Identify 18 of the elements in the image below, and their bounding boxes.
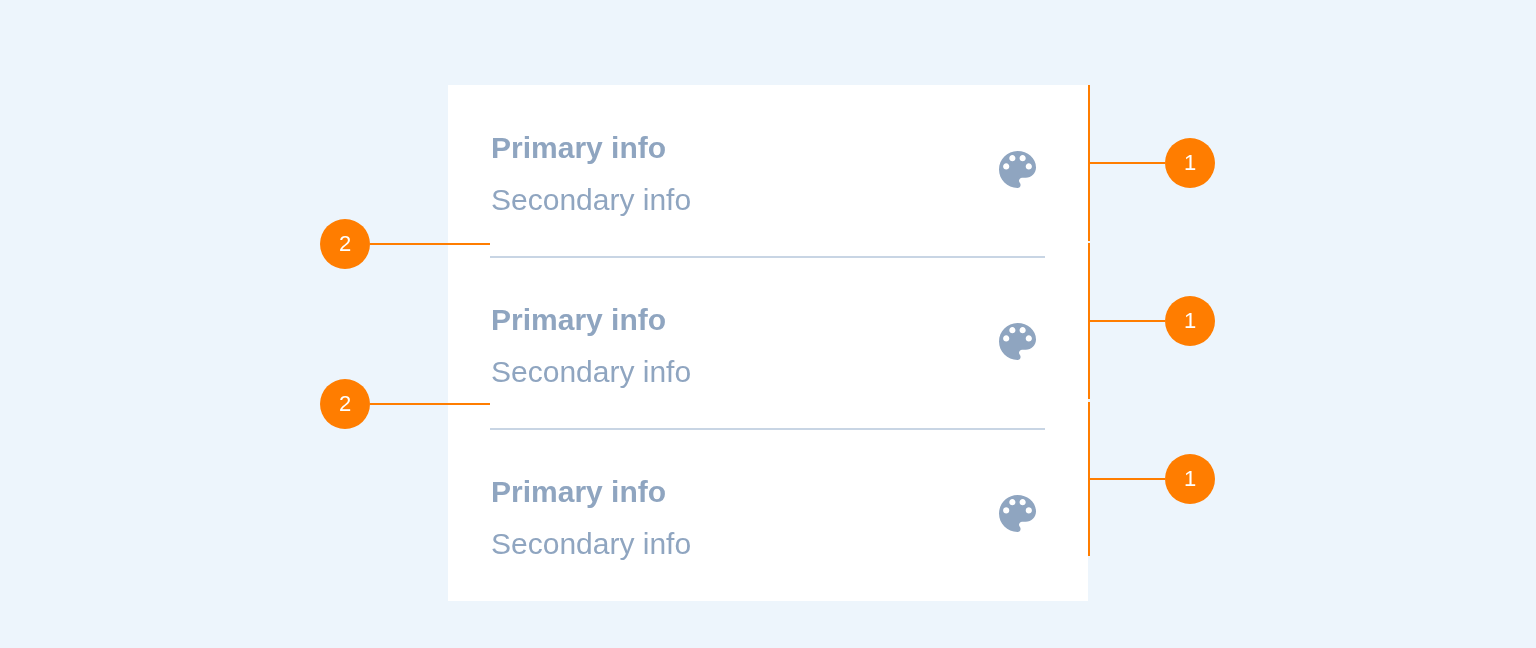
callout-number: 1 [1165, 296, 1215, 346]
callout-number: 1 [1165, 138, 1215, 188]
callout-number: 2 [320, 379, 370, 429]
secondary-text: Secondary info [491, 355, 692, 389]
primary-text: Primary info [491, 131, 667, 165]
list-item [448, 85, 1088, 257]
leader-line [1087, 320, 1166, 322]
callout-number: 1 [1165, 454, 1215, 504]
list-item [448, 429, 1088, 601]
leader-line [1087, 478, 1166, 480]
leader-line [369, 243, 491, 245]
secondary-text: Secondary info [491, 183, 692, 217]
leader-line [1087, 162, 1166, 164]
callout-number: 2 [320, 219, 370, 269]
secondary-text: Secondary info [491, 527, 692, 561]
primary-text: Primary info [491, 475, 667, 509]
primary-text: Primary info [491, 303, 667, 337]
list-item [448, 257, 1088, 429]
